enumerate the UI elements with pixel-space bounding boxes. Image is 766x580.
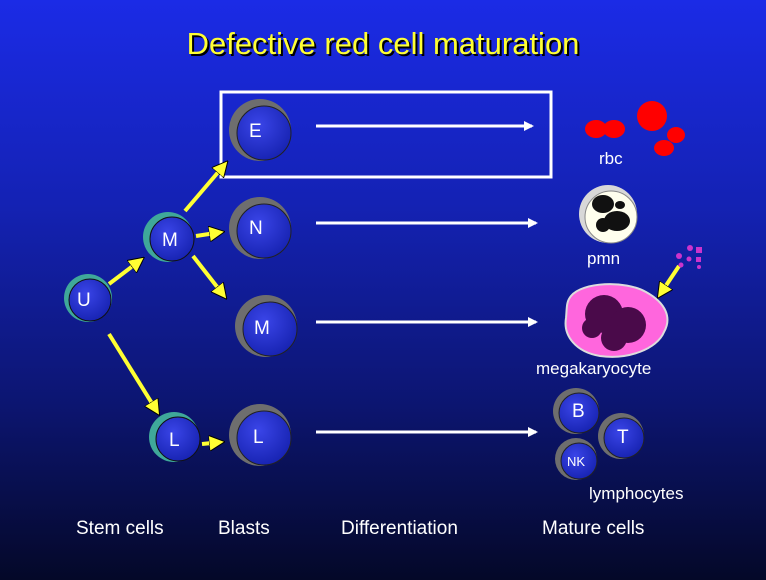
lymphocyte-t	[598, 413, 645, 459]
lymphocyte-t-label: T	[617, 427, 629, 448]
arrow-l-to-l	[201, 442, 222, 444]
footer-blasts: Blasts	[218, 518, 270, 539]
blast-n	[229, 197, 292, 259]
slide-title: Defective red cell maturation	[186, 26, 580, 61]
arrow-m-to-m	[191, 254, 225, 297]
pmn-cell	[579, 185, 638, 244]
blast-l	[229, 404, 292, 466]
arrow-m-to-e	[183, 163, 226, 213]
arrow-m-to-n	[195, 232, 222, 236]
rbc-label: rbc	[599, 149, 623, 168]
stem-cell-m-label: M	[162, 230, 178, 251]
stem-cell-u-label: U	[77, 290, 91, 311]
blast-m-label: M	[254, 318, 270, 339]
arrow-u-to-m	[107, 259, 142, 286]
stem-cell-l	[149, 412, 201, 462]
pmn-label: pmn	[587, 249, 621, 268]
blast-m	[235, 295, 298, 357]
rbc-cells	[585, 101, 685, 156]
lymphocyte-nk	[555, 438, 598, 480]
lymphocyte-b	[553, 388, 600, 434]
megakaryocyte-cell	[564, 283, 669, 358]
highlight-box	[219, 90, 553, 179]
blast-l-label: L	[253, 427, 264, 448]
platelet-fragments	[676, 245, 702, 269]
footer-differentiation: Differentiation	[341, 518, 458, 539]
footer-stem-cells: Stem cells	[76, 518, 164, 539]
stem-cell-u	[64, 274, 112, 322]
blast-n-label: N	[249, 218, 263, 239]
stem-cell-l-label: L	[169, 430, 180, 451]
lymphocyte-b-label: B	[572, 401, 585, 422]
blast-e-label: E	[249, 121, 262, 142]
megakaryocyte-label: megakaryocyte	[536, 359, 652, 378]
stem-cell-m	[143, 212, 195, 262]
lymphocyte-nk-label: NK	[567, 454, 586, 469]
footer-mature-cells: Mature cells	[542, 518, 645, 539]
arrow-pmn-to-platelets	[659, 264, 681, 296]
blast-e	[229, 99, 292, 161]
lymphocytes-label: lymphocytes	[589, 484, 684, 503]
arrow-u-to-l	[107, 332, 158, 413]
